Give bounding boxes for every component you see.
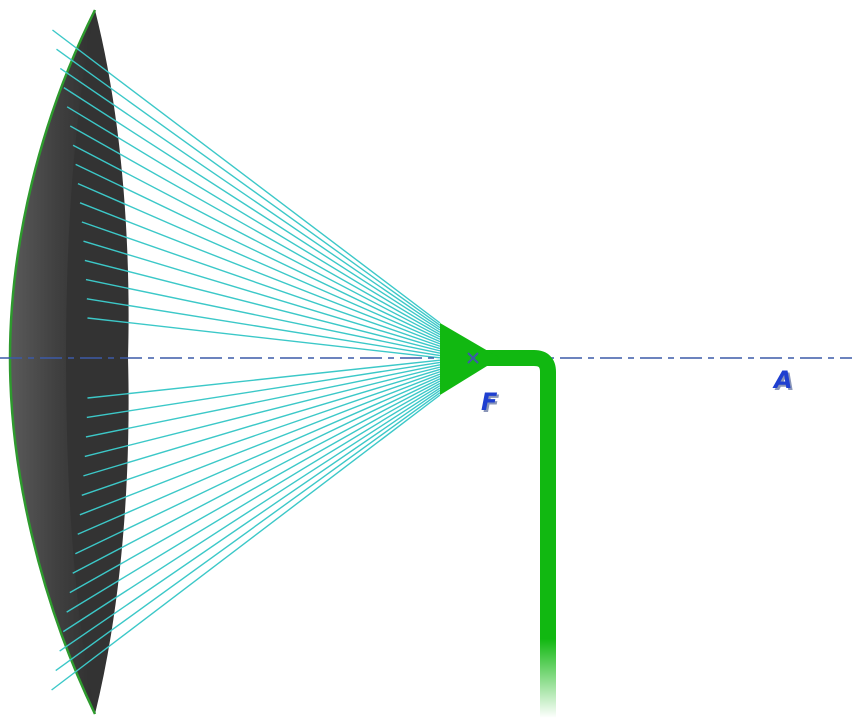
reflected-ray — [66, 106, 441, 333]
reflected-ray — [69, 382, 441, 594]
reflected-rays — [51, 29, 852, 691]
reflected-ray — [87, 359, 441, 399]
reflected-ray — [83, 368, 441, 477]
focus-label-shadow: F — [483, 390, 500, 418]
reflected-ray — [63, 87, 441, 331]
axis-label: A — [772, 366, 793, 394]
reflected-ray — [59, 389, 441, 652]
reflected-ray — [79, 373, 441, 516]
reflected-ray — [59, 67, 441, 329]
reflected-ray — [77, 375, 441, 535]
feed-assembly — [440, 323, 556, 718]
reflected-ray — [83, 240, 441, 350]
reflected-ray — [75, 163, 441, 340]
reflected-ray — [85, 364, 441, 438]
reflected-ray — [62, 387, 441, 633]
reflected-ray — [77, 182, 441, 343]
axis-label-shadow: A — [774, 368, 795, 396]
focus-label: F — [481, 388, 498, 416]
reflected-ray — [69, 125, 441, 336]
feed-horn — [440, 323, 500, 395]
reflected-ray — [84, 366, 441, 458]
reflector-dish — [8, 9, 129, 715]
feed-waveguide — [470, 350, 556, 718]
reflected-ray — [85, 278, 441, 354]
reflected-ray — [81, 371, 441, 496]
reflected-ray — [51, 394, 441, 691]
reflected-ray — [72, 380, 441, 574]
focal-point-marker — [467, 352, 479, 364]
reflected-ray — [55, 392, 441, 672]
reflected-ray — [84, 259, 441, 352]
reflected-ray — [75, 378, 441, 555]
reflected-ray — [86, 361, 441, 419]
reflected-ray — [79, 202, 441, 345]
reflected-ray — [87, 317, 441, 359]
reflected-ray — [86, 298, 441, 357]
reflected-ray — [81, 221, 441, 347]
reflected-ray — [52, 29, 441, 324]
reflected-ray — [66, 385, 441, 613]
